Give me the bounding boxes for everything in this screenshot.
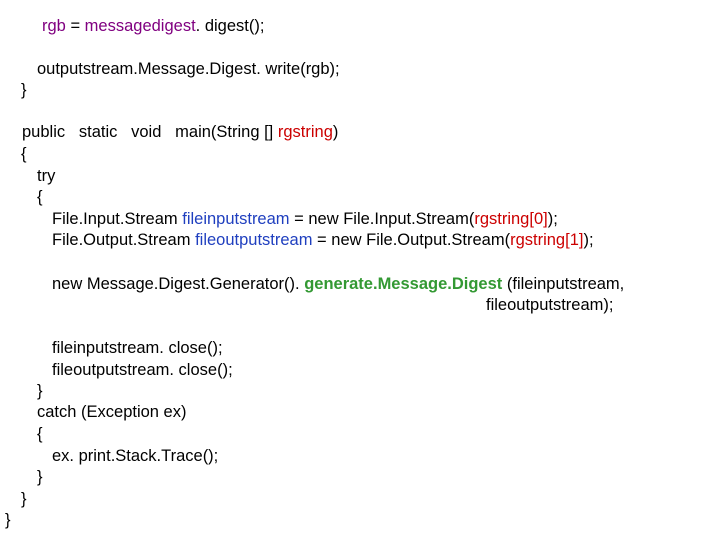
code-token-new: = new File.Output.Stream( xyxy=(312,231,511,249)
code-brace-close-method: } xyxy=(21,81,27,99)
code-token-index: 0 xyxy=(533,210,544,228)
code-line-generate-continuation: fileoutputstream); xyxy=(486,296,614,314)
code-token-type: File.Input.Stream xyxy=(52,210,183,228)
code-token-main-suffix: ) xyxy=(332,123,339,141)
code-token-messagedigest: messagedigest xyxy=(84,17,196,35)
code-keyword-try: try xyxy=(37,167,56,185)
code-token-generate-args: (fileinputstream, xyxy=(502,275,625,293)
code-line-write: outputstream.Message.Digest. write(rgb); xyxy=(37,60,340,78)
code-brace-close-catch: } xyxy=(37,468,43,486)
code-token-generator: new Message.Digest.Generator(). xyxy=(52,275,305,293)
code-line-fileoutputstream: File.Output.Stream fileoutputstream = ne… xyxy=(52,230,594,251)
code-line-generate: new Message.Digest.Generator(). generate… xyxy=(52,274,624,295)
code-token-bracket: ] xyxy=(578,231,584,249)
code-line-fileinputstream: File.Input.Stream fileinputstream = new … xyxy=(52,209,558,230)
code-token-main-prefix: public static void main(String [] xyxy=(22,123,278,141)
code-token-rgstring: rgstring[ xyxy=(474,210,534,228)
code-token-new: = new File.Input.Stream( xyxy=(289,210,475,228)
code-token-rgstring-param: rgstring xyxy=(277,123,333,141)
code-token-fileinputstream: fileinputstream xyxy=(182,210,290,228)
code-brace-close-class: } xyxy=(5,511,11,529)
code-line-catch: catch (Exception ex) xyxy=(37,403,187,421)
code-token-assign: = xyxy=(65,17,85,35)
code-brace-open-main: { xyxy=(21,145,27,163)
code-line-digest: rgb = messagedigest. digest(); xyxy=(42,16,264,37)
code-token-end: ); xyxy=(583,231,594,249)
code-brace-close-try: } xyxy=(37,382,43,400)
code-token-index: 1 xyxy=(569,231,579,249)
code-token-generate-method: generate.Message.Digest xyxy=(304,275,503,293)
code-token-end: ); xyxy=(547,210,558,228)
code-token-rgb: rgb xyxy=(42,17,66,35)
code-token-digest-call: . digest(); xyxy=(195,17,265,35)
code-token-rgstring: rgstring[ xyxy=(510,231,570,249)
code-brace-close-main: } xyxy=(21,490,27,508)
code-line-fis-close: fileinputstream. close(); xyxy=(52,339,223,357)
code-line-print-trace: ex. print.Stack.Trace(); xyxy=(52,447,219,465)
code-brace-open-try: { xyxy=(37,188,43,206)
code-brace-open-catch: { xyxy=(37,425,43,443)
code-token-type: File.Output.Stream xyxy=(52,231,196,249)
code-line-main-signature: public static void main(String [] rgstri… xyxy=(22,122,338,143)
code-line-fos-close: fileoutputstream. close(); xyxy=(52,361,233,379)
code-token-fileoutputstream: fileoutputstream xyxy=(195,231,313,249)
code-token-bracket: ] xyxy=(543,210,548,228)
